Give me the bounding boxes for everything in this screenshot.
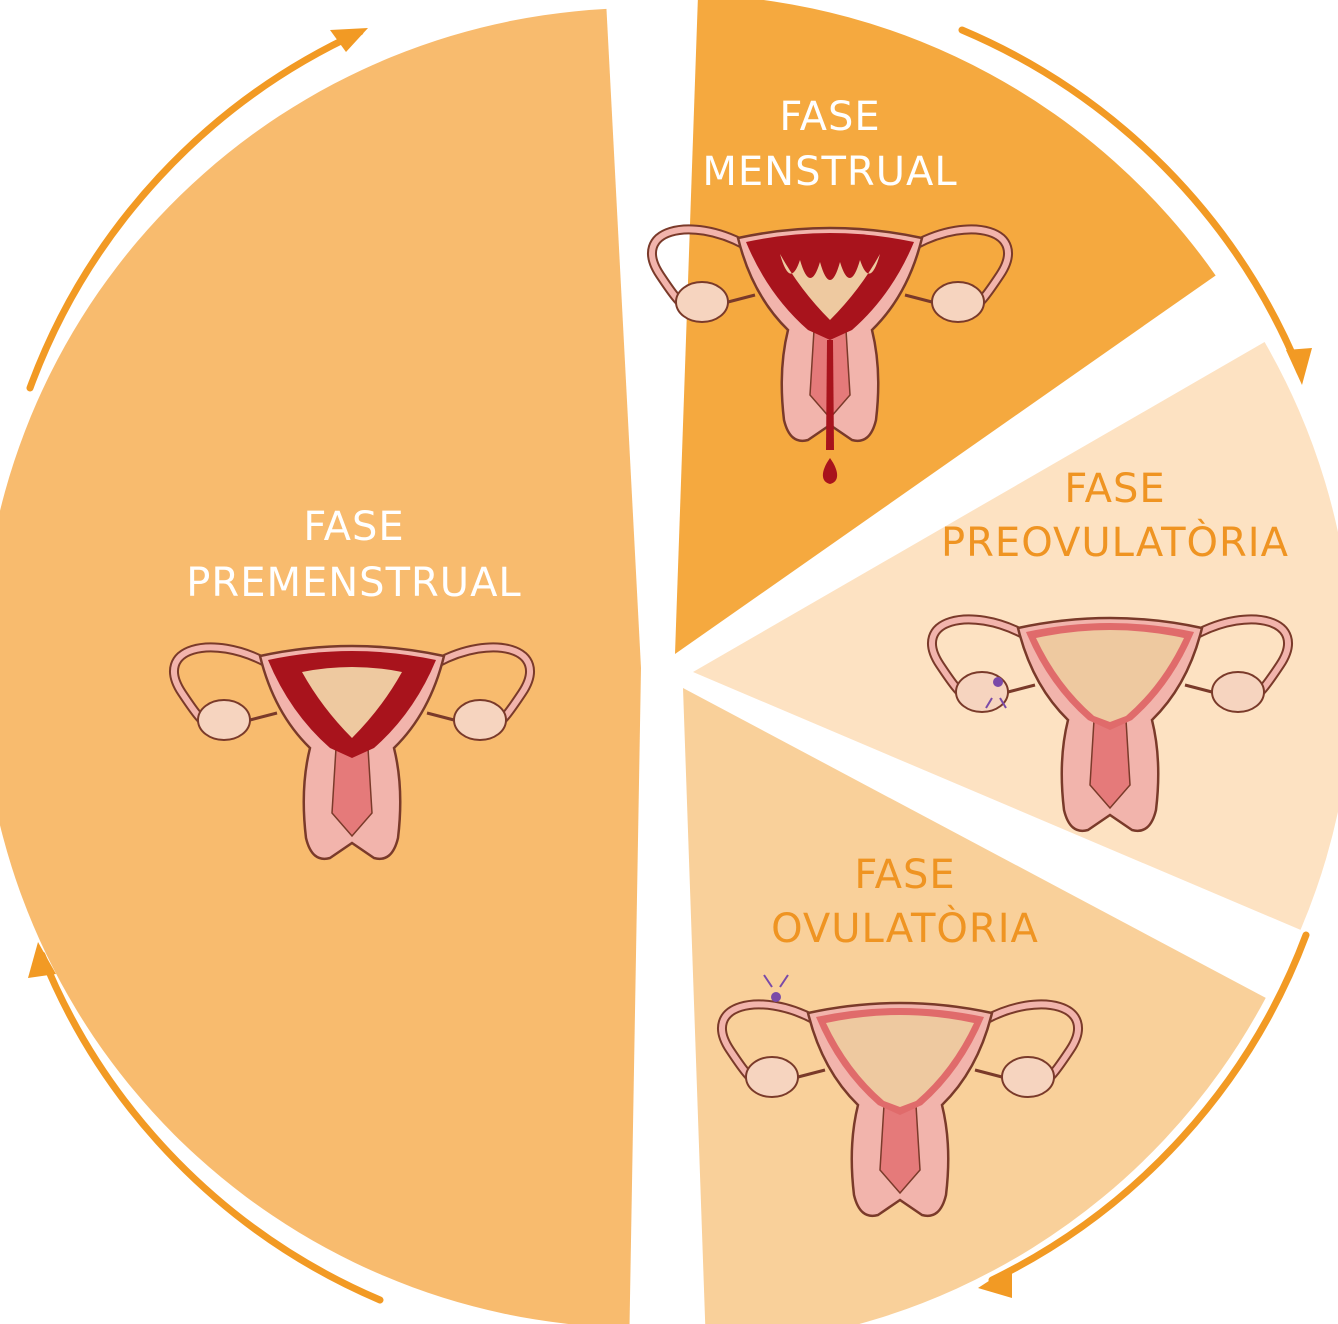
egg-icon: [771, 992, 781, 1002]
preovulatoria-line2: PREOVULATÒRIA: [941, 518, 1289, 566]
ovulatoria-line2: OVULATÒRIA: [771, 904, 1039, 952]
menstrual-line1: FASE: [779, 94, 880, 140]
preovulatoria-line1: FASE: [1064, 466, 1165, 512]
egg-icon: [993, 677, 1003, 687]
ovulatoria-line1: FASE: [854, 852, 955, 898]
premenstrual-line1: FASE: [303, 504, 404, 550]
premenstrual-line2: PREMENSTRUAL: [186, 560, 521, 606]
menstrual-line2: MENSTRUAL: [702, 149, 957, 195]
